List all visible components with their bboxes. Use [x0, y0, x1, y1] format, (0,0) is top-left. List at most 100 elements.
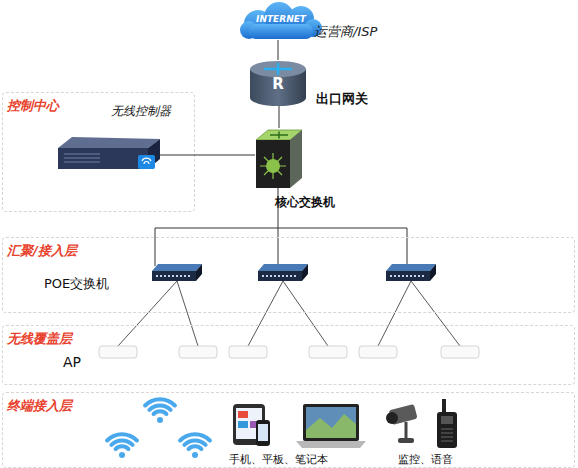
tablet-tile	[238, 421, 248, 428]
phone-body	[256, 420, 270, 446]
cloud-label: INTERNET	[240, 14, 322, 25]
cloud-puff	[240, 21, 258, 39]
tablet-tile	[250, 421, 260, 428]
row-label: POE交换机	[44, 276, 109, 292]
tablet-icon	[233, 404, 270, 446]
radio-icon	[437, 399, 457, 448]
layer-band: 无线覆盖层 AP	[2, 325, 575, 385]
gateway-label: 出口网关	[316, 91, 368, 107]
router-body	[250, 69, 306, 98]
poe-front	[152, 271, 196, 281]
layer-title: 汇聚/接入层	[7, 243, 77, 259]
controller-vents	[64, 154, 100, 162]
controller-side	[148, 139, 160, 169]
cloud-base	[249, 24, 313, 39]
ap-device	[99, 346, 137, 358]
wifi-arcs	[145, 399, 175, 414]
wifi-badge	[138, 155, 155, 169]
poe-ports	[390, 275, 424, 277]
wireless-controller: 无线控制器	[58, 138, 160, 172]
poe-side	[302, 264, 308, 281]
ap-device	[309, 346, 347, 358]
poe-top	[152, 264, 202, 271]
laptop-icon	[296, 404, 366, 448]
wifi-dot	[192, 452, 198, 458]
poe-switch-icon	[386, 264, 436, 281]
laptop-lid	[303, 404, 359, 441]
switch-side	[290, 130, 302, 188]
poe-ports	[262, 275, 296, 277]
poe-switch-icon	[258, 264, 308, 281]
switch-top	[256, 130, 302, 140]
poe-side	[430, 264, 436, 281]
exit-router: R出口网关	[250, 60, 306, 106]
isp-label: 运营商/ISP	[314, 24, 377, 40]
layer-band: 汇聚/接入层 POE交换机	[2, 237, 575, 313]
camera-stand	[405, 422, 408, 438]
core-switch-icon	[256, 130, 302, 188]
ap-device	[229, 346, 267, 358]
controller-icon	[58, 137, 160, 169]
internet-cloud: INTERNET运营商/ISP	[240, 2, 322, 40]
network-link	[279, 106, 280, 128]
device-label: 核心交换机	[275, 195, 335, 209]
network-link	[278, 40, 279, 60]
tablet-screen	[236, 408, 262, 439]
switch-rays	[260, 153, 286, 179]
poe-side	[196, 264, 202, 281]
controller-top	[58, 137, 160, 148]
layer-band: 终端接入层手机、平板、笔记本 监控、语音	[2, 392, 575, 468]
wifi-arcs	[107, 434, 137, 449]
laptop-wallpaper	[306, 414, 356, 438]
wifi-dot	[157, 417, 163, 423]
camera-lens	[386, 412, 398, 424]
poe-top	[258, 264, 308, 271]
poe-top	[386, 264, 436, 271]
wifi-signal-icons	[107, 399, 210, 449]
router-icon	[250, 61, 306, 106]
radio-grille	[441, 429, 453, 441]
poe-front	[386, 271, 430, 281]
router-letter: R	[250, 75, 306, 93]
wifi-dot	[119, 452, 125, 458]
ap-device	[359, 346, 397, 358]
router-top	[250, 61, 306, 77]
radio-body	[437, 412, 457, 448]
tablet-body	[233, 404, 265, 445]
ap-device	[179, 346, 217, 358]
ap-icons	[99, 346, 479, 358]
ap-device	[441, 346, 479, 358]
core-switch: 核心交换机	[255, 128, 303, 190]
layer-title: 终端接入层	[7, 398, 72, 414]
router-arrows	[264, 63, 292, 75]
camera-icon	[386, 404, 418, 443]
row-label: AP	[63, 354, 81, 371]
controller-front	[58, 148, 148, 169]
switch-burst	[266, 159, 280, 173]
trunk-wires	[155, 188, 407, 266]
poe-switch-icon	[152, 264, 202, 281]
device-caption: 手机、平板、笔记本	[229, 453, 328, 466]
wifi-arcs	[180, 434, 210, 449]
radio-display	[441, 416, 453, 424]
device-caption: 监控、语音	[398, 453, 453, 466]
radio-antenna	[442, 399, 446, 414]
camera-body	[389, 404, 418, 425]
control-zone: 控制中心无线控制器	[2, 92, 195, 212]
device-label: 无线控制器	[111, 104, 171, 118]
poe-ports	[156, 275, 190, 277]
phone-screen	[258, 424, 268, 441]
internet-cloud-shape	[240, 2, 322, 39]
layer-title: 无线覆盖层	[7, 331, 72, 347]
poe-front	[258, 271, 302, 281]
zone-title: 控制中心	[7, 98, 59, 114]
ap-wires	[118, 281, 460, 346]
wifi-badge-arcs	[142, 158, 151, 164]
camera-base	[398, 438, 414, 443]
switch-top-arrows	[270, 132, 288, 139]
laptop-base	[296, 441, 366, 448]
switch-front	[256, 140, 290, 188]
